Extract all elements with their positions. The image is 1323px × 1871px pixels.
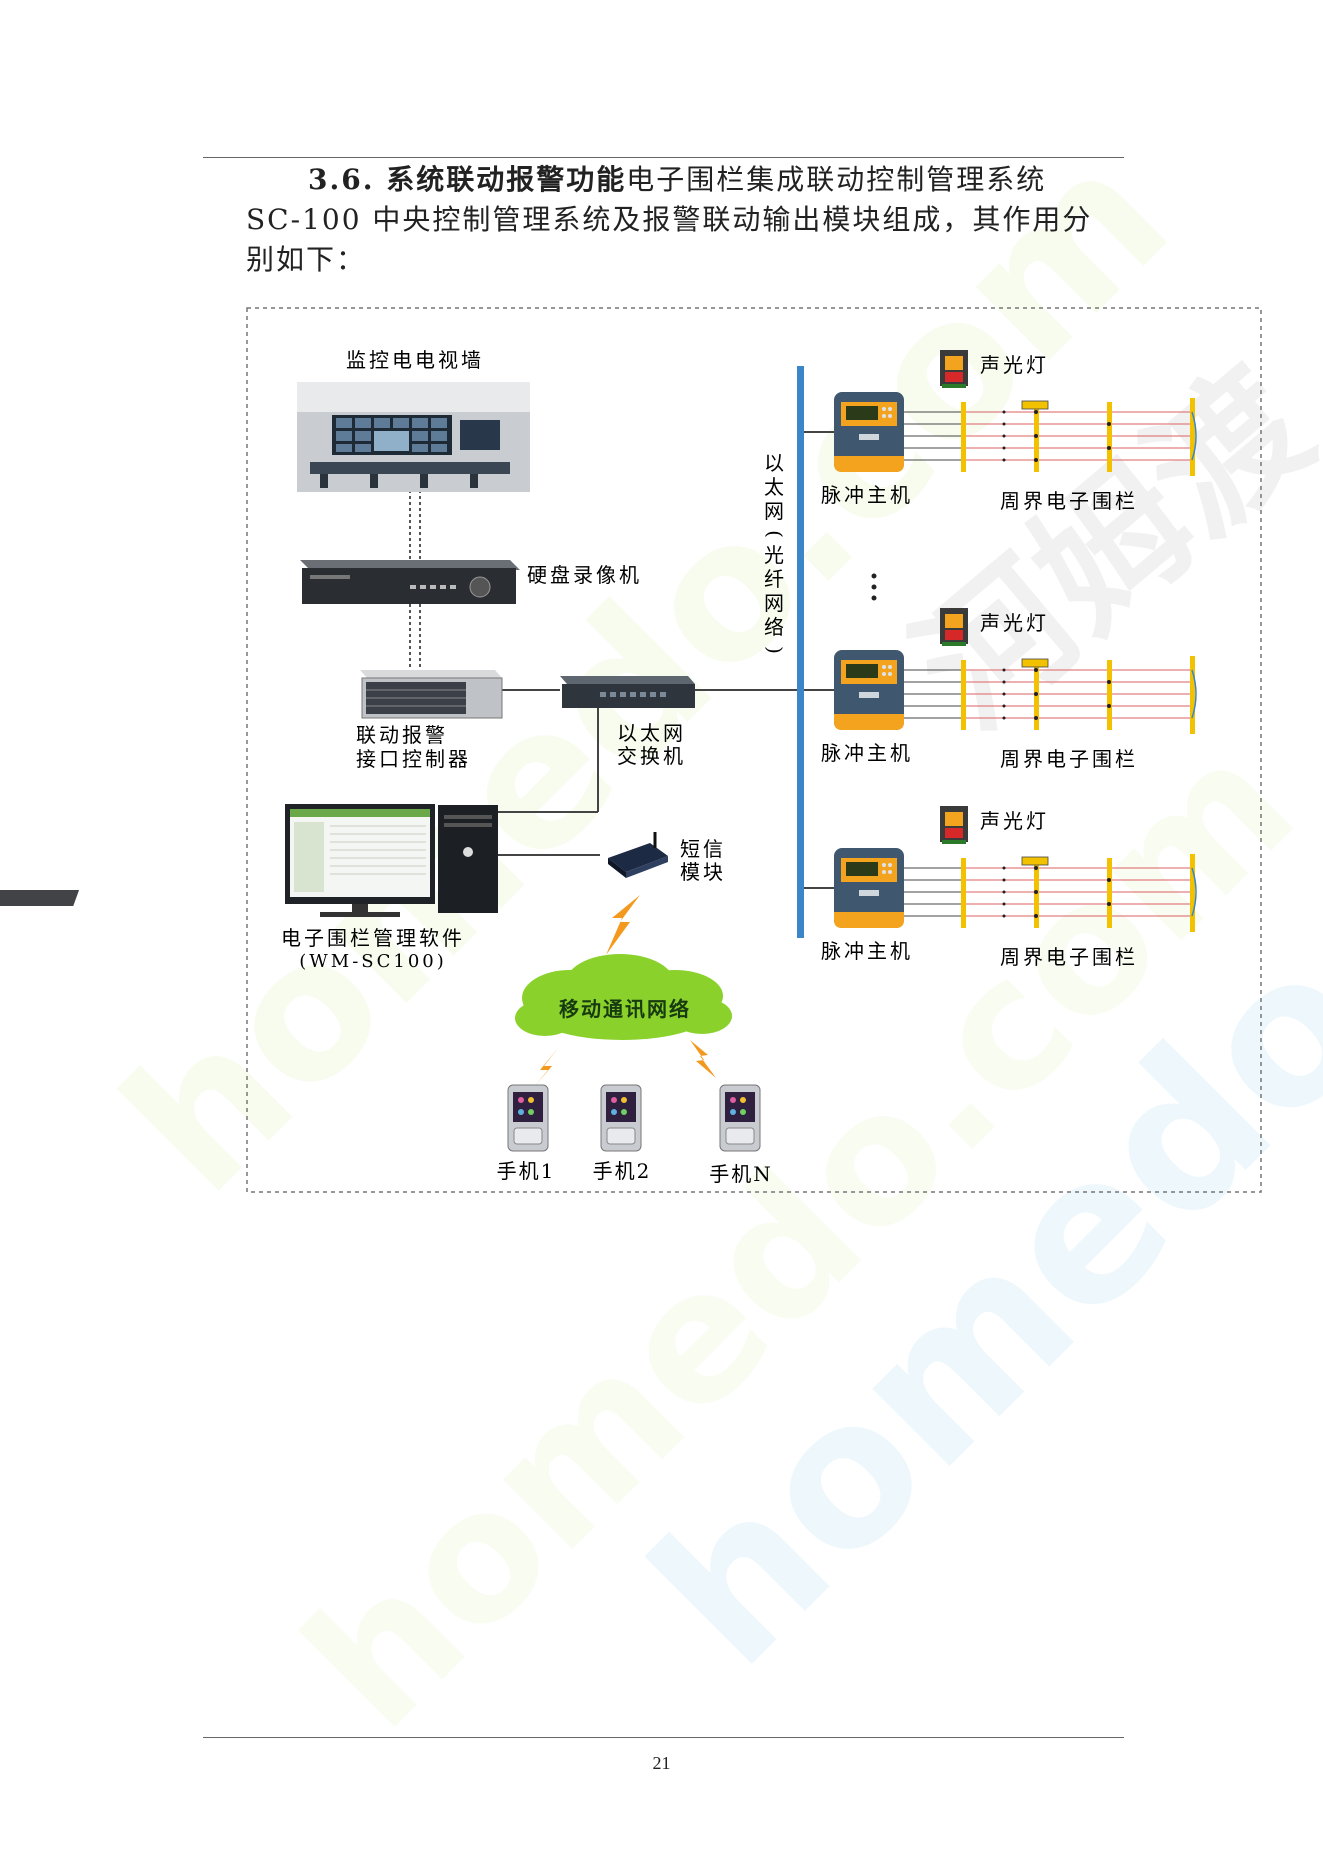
dvr-label: 硬盘录像机 xyxy=(527,563,642,587)
header-rule xyxy=(203,157,1124,158)
paragraph-line-1: 3.6. 系统联动报警功能电子围栏集成联动控制管理系统 xyxy=(246,160,1106,200)
fence-zone-3: 声光灯 脉冲主机 周界电子围栏 xyxy=(803,805,1197,969)
mobile-network-label: 移动通讯网络 xyxy=(559,997,691,1021)
switch-label-2: 交换机 xyxy=(617,744,686,768)
alarm-controller-label-2: 接口控制器 xyxy=(356,747,471,771)
switch-label-1: 以太网 xyxy=(617,721,686,745)
backbone-char: 网 xyxy=(764,499,784,523)
phone-label-n: 手机N xyxy=(709,1162,773,1186)
software-label-2: (WM-SC100) xyxy=(299,951,447,972)
alarm-light-label: 声光灯 xyxy=(980,611,1049,635)
paragraph-line-1-text: 电子围栏集成联动控制管理系统 xyxy=(626,163,1047,196)
sms-label-2: 模块 xyxy=(680,860,726,884)
signal-bolt-icon xyxy=(690,1040,716,1078)
backbone-char: ( xyxy=(763,530,787,538)
ellipsis-dot xyxy=(871,573,877,579)
paragraph-line-2: SC-100 中央控制管理系统及报警联动输出模块组成，其作用分 xyxy=(246,203,1093,236)
section-paragraph: 3.6. 系统联动报警功能电子围栏集成联动控制管理系统 SC-100 中央控制管… xyxy=(246,160,1106,280)
ellipsis-dot xyxy=(871,595,877,601)
fence-label: 周界电子围栏 xyxy=(1000,747,1138,771)
fence-zone-1: 声光灯 脉冲主机 周界电子围栏 xyxy=(803,349,1197,513)
mobile-network-cloud xyxy=(515,954,732,1040)
video-wall-label: 监控电电视墙 xyxy=(346,348,484,372)
phone-label-1: 手机1 xyxy=(497,1159,556,1183)
backbone-char: 纤 xyxy=(764,567,784,591)
backbone-char: 太 xyxy=(764,475,784,499)
backbone-char: 光 xyxy=(764,543,784,567)
ethernet-backbone xyxy=(797,366,804,938)
section-heading: 3.6. 系统联动报警功能 xyxy=(308,163,627,196)
paragraph-line-3: 别如下： xyxy=(246,243,367,276)
backbone-label: 以 太 网 ( 光 纤 网 络 ) xyxy=(763,451,787,654)
backbone-char: 络 xyxy=(764,615,784,639)
video-wall-image xyxy=(297,382,530,492)
software-label-1: 电子围栏管理软件 xyxy=(281,926,465,950)
management-pc-image xyxy=(0,804,498,917)
pulse-host-label: 脉冲主机 xyxy=(821,741,913,765)
alarm-controller-image xyxy=(360,670,503,719)
fence-label: 周界电子围栏 xyxy=(1000,945,1138,969)
sms-module-image xyxy=(608,832,668,878)
sms-label-1: 短信 xyxy=(680,837,726,861)
alarm-controller-label-1: 联动报警 xyxy=(356,723,448,747)
signal-bolt-icon xyxy=(606,895,640,955)
backbone-char: 网 xyxy=(764,591,784,615)
dvr-image xyxy=(300,560,520,604)
ellipsis-dot xyxy=(871,584,877,590)
phone-icon xyxy=(719,1084,761,1152)
phone-icon xyxy=(600,1084,642,1152)
diagram-frame xyxy=(246,307,1262,1193)
pulse-host-label: 脉冲主机 xyxy=(821,483,913,507)
pulse-host-label: 脉冲主机 xyxy=(821,939,913,963)
alarm-light-label: 声光灯 xyxy=(980,353,1049,377)
ethernet-switch-image xyxy=(560,676,695,708)
phone-icon xyxy=(507,1084,549,1152)
signal-bolt-icon xyxy=(534,1048,558,1087)
footer-rule xyxy=(203,1737,1124,1738)
backbone-char: ) xyxy=(763,646,787,654)
page-number: 21 xyxy=(652,1753,671,1773)
fence-label: 周界电子围栏 xyxy=(1000,489,1138,513)
backbone-char: 以 xyxy=(764,451,784,475)
alarm-light-label: 声光灯 xyxy=(980,809,1049,833)
phone-label-2: 手机2 xyxy=(593,1159,652,1183)
fence-zone-2: 声光灯 脉冲主机 周界电子围栏 xyxy=(803,607,1197,771)
